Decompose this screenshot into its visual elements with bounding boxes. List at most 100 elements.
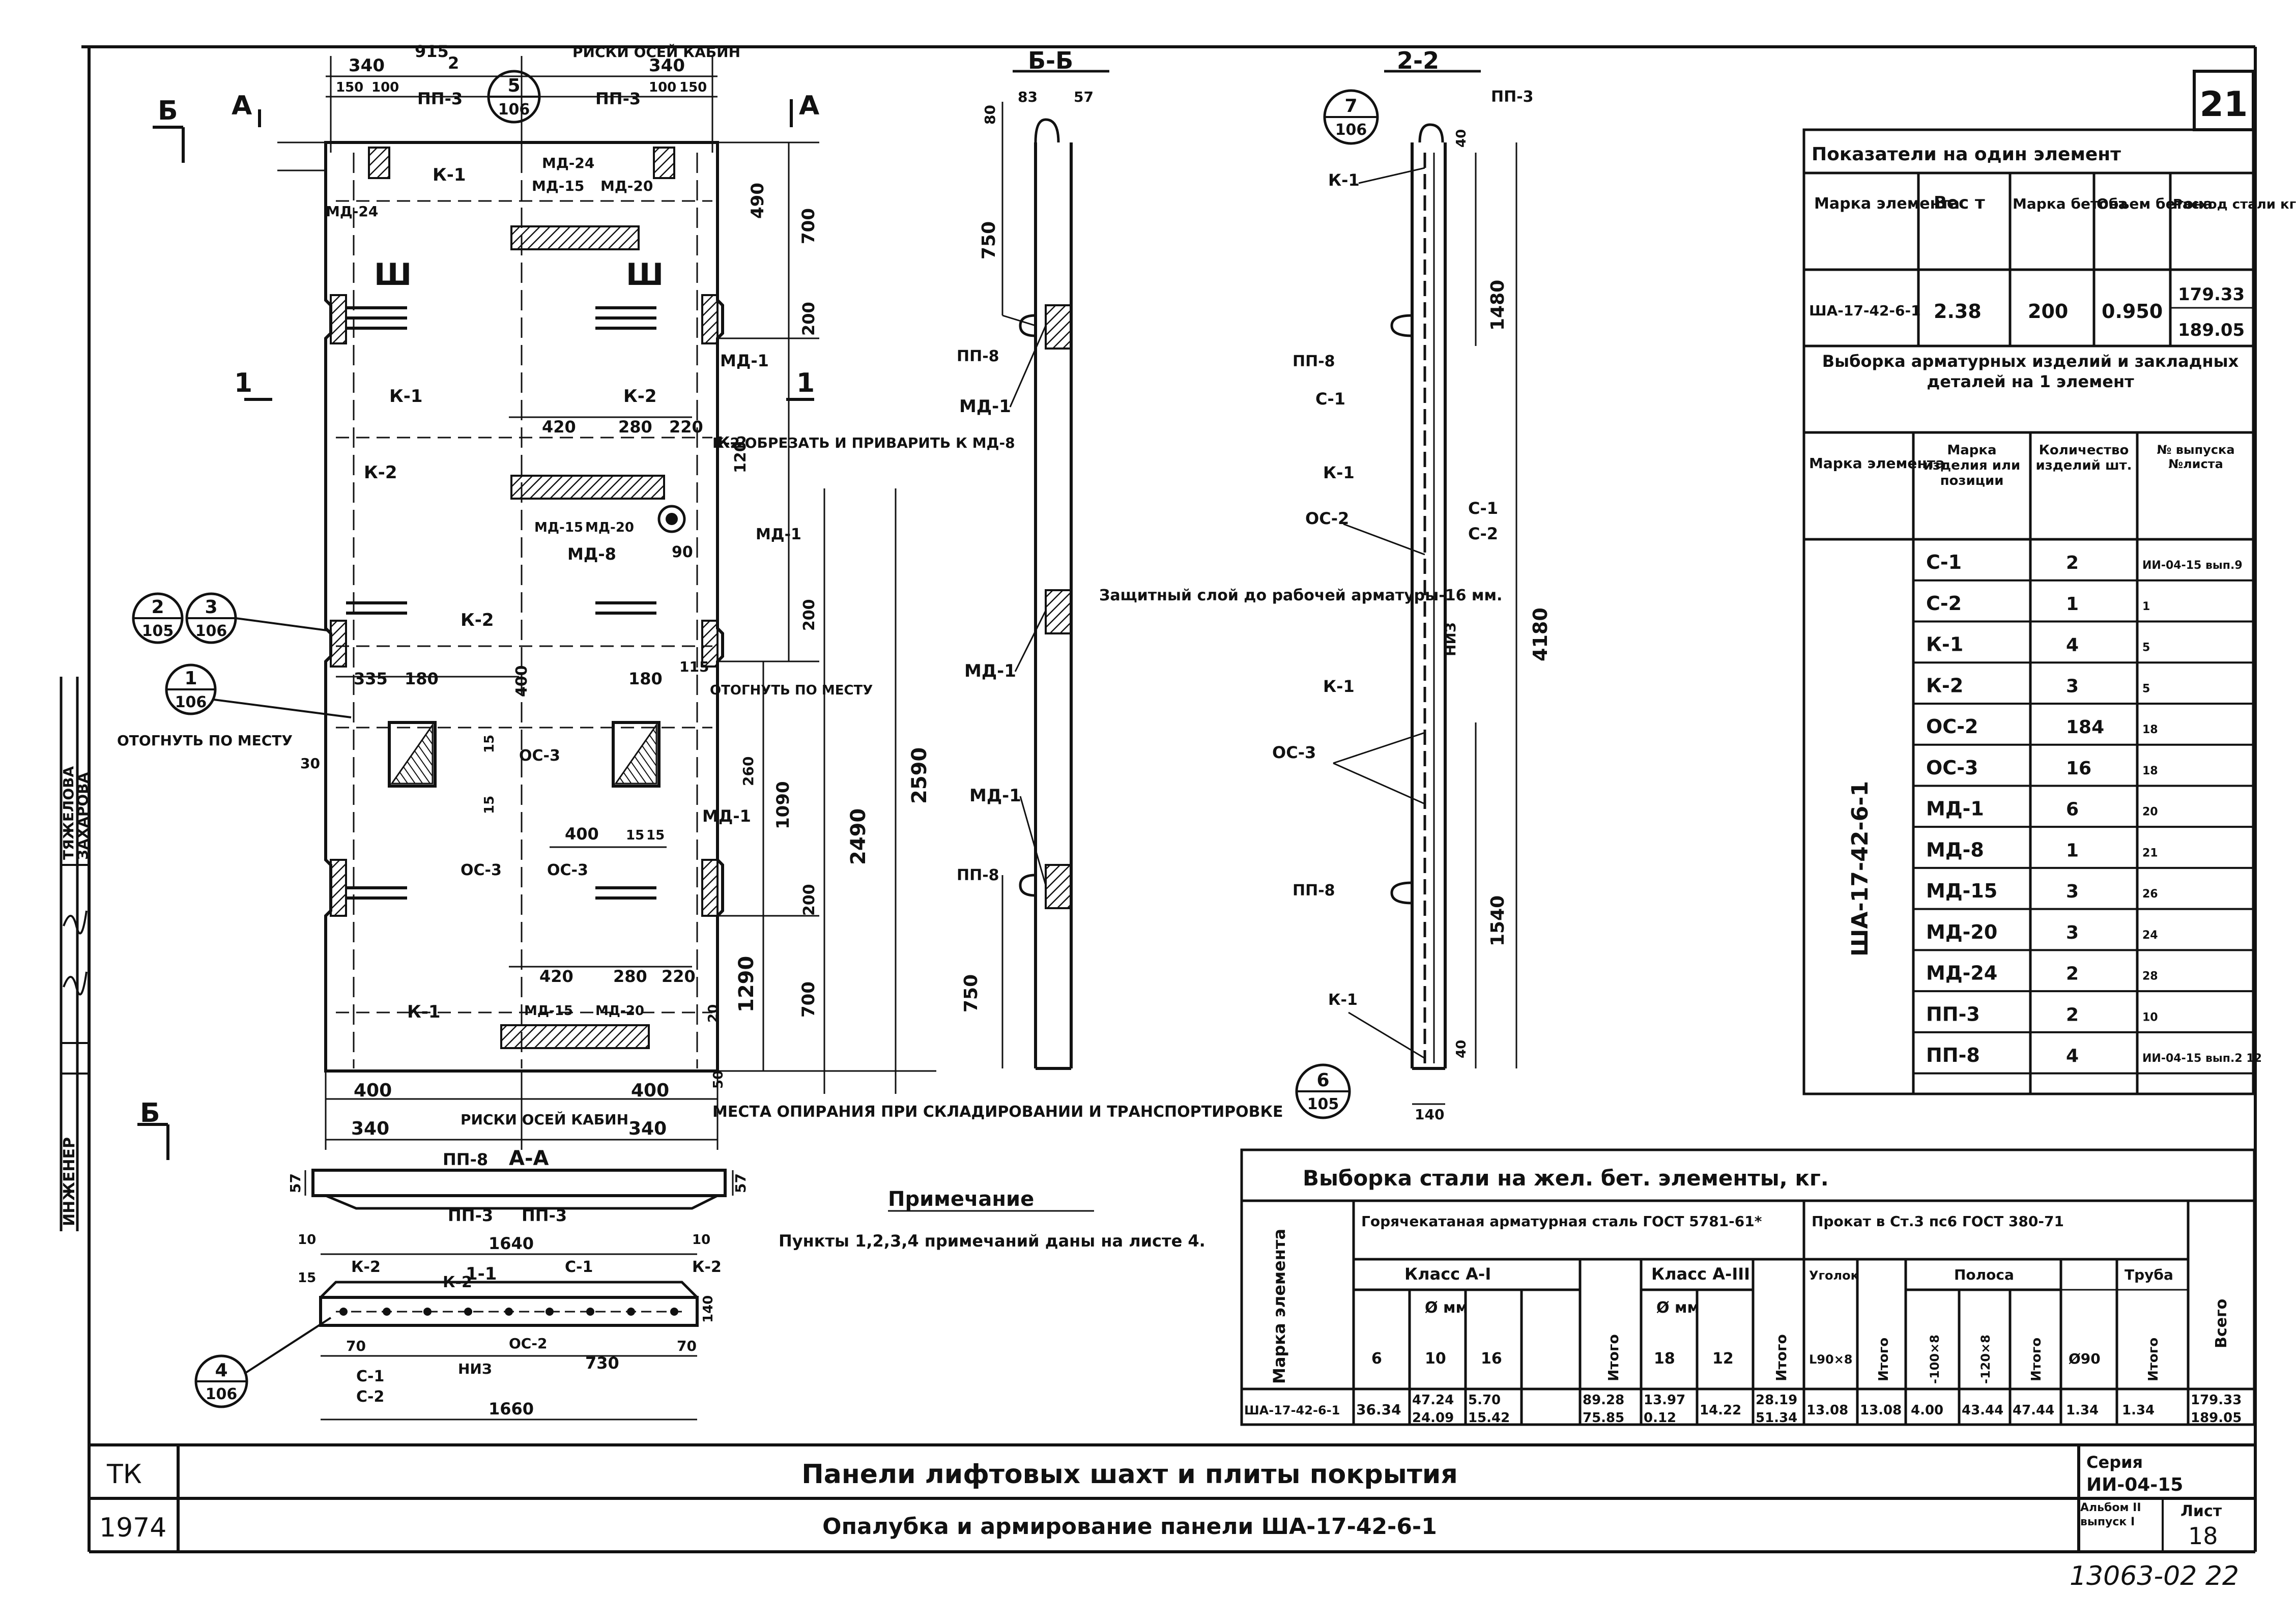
callout-number: 7 (1344, 96, 1357, 117)
section-mark-a-right: А (799, 91, 819, 121)
ind-header: Вес т (1934, 193, 1985, 213)
s22-label: ОС-2 (1305, 509, 1349, 528)
dim-text: 1660 (489, 1399, 534, 1418)
callout-sheet: 105 (142, 622, 174, 640)
title-year: 1974 (99, 1513, 166, 1543)
steel-angle-itogo: Итого (1876, 1338, 1891, 1381)
note-bend-left: ОТОГНУТЬ ПО МЕСТУ (117, 732, 293, 749)
label-md24-right: МД-24 (542, 155, 594, 171)
products-cell: ИИ-04-15 вып.2 12 (2142, 1052, 2262, 1065)
products-cell: 2 (2066, 964, 2079, 984)
steel-row-pipe: 1.34 (2066, 1403, 2099, 1418)
prod-header: Марка изделия или позиции (1923, 443, 2021, 488)
dim-text: 1090 (773, 781, 793, 829)
label-md20-mid: МД-20 (585, 520, 634, 535)
products-cell: ИИ-04-15 вып.9 (2142, 559, 2243, 572)
note-risk-axes-top: РИСКИ ОСЕЙ КАБИН (572, 43, 740, 61)
steel-row-d10: 47.24 (1412, 1393, 1454, 1408)
indicators-title: Показатели на один элемент (1812, 144, 2121, 165)
label-md1-upper: МД-1 (720, 351, 769, 370)
steel-strip-itogo: Итого (2029, 1338, 2044, 1381)
section-11-title: 1-1 (466, 1264, 497, 1284)
products-cell: 18 (2142, 765, 2158, 777)
steel-row-pipe-itogo: 1.34 (2122, 1403, 2155, 1418)
products-cell: 5 (2142, 642, 2150, 654)
dim-text: 57 (1074, 89, 1094, 105)
note-support-places: МЕСТА ОПИРАНИЯ ПРИ СКЛАДИРОВАНИИ И ТРАНС… (712, 1103, 1283, 1121)
s22-label: ПП-8 (1293, 353, 1335, 370)
products-cell: 1 (2066, 840, 2079, 861)
steel-row-d10: 24.09 (1412, 1410, 1454, 1426)
opening-left (388, 721, 437, 788)
s11-label: НИЗ (458, 1360, 492, 1377)
label-md15-mid: МД-15 (534, 520, 583, 535)
stamp-number: 13063-02 22 (2070, 1561, 2239, 1591)
indicators-table (1802, 128, 2255, 1095)
products-cell: 2 (2066, 1004, 2079, 1025)
side-plate-md1 (701, 294, 719, 344)
dim-text: 140 (701, 1295, 716, 1323)
products-cell: МД-8 (1926, 838, 1984, 861)
callout-number: 2 (151, 597, 164, 618)
dim-text: 730 (585, 1353, 619, 1373)
steel-row-total: 189.05 (2191, 1410, 2242, 1426)
steel-strip: Полоса (1954, 1266, 2014, 1283)
steel-row-itogo-a3: 51.34 (1756, 1410, 1797, 1426)
label-md8: МД-8 (567, 544, 616, 564)
dim-text: 180 (628, 669, 663, 688)
steel-row-d16: 15.42 (1468, 1410, 1510, 1426)
section-22 (1295, 70, 1517, 1119)
products-cell: 184 (2066, 717, 2104, 738)
ind-cell-grade: 200 (2028, 300, 2068, 323)
steel-title: Выборка стали на жел. бет. элементы, кг. (1303, 1166, 1829, 1191)
s11-label: С-1 (565, 1258, 593, 1276)
dim-text: 10 (692, 1232, 710, 1248)
aa-label-pp8: ПП-8 (443, 1150, 488, 1169)
dim-text: 4180 (1529, 607, 1552, 661)
panel-elevation: Ш Ш (324, 141, 724, 1073)
dim-text: 1480 (1487, 280, 1508, 331)
products-cell: 1 (2066, 594, 2079, 615)
side-stamp-name-2: ЗАХАРОВА (74, 772, 91, 860)
steel-itogo-a1: Итого (1605, 1334, 1622, 1381)
side-plate-md1 (701, 620, 719, 668)
products-cell: 4 (2066, 635, 2079, 656)
s11-label: К-2 (351, 1258, 381, 1276)
dim-text: 420 (542, 417, 576, 437)
bb-label-pp8-bottom: ПП-8 (957, 866, 999, 884)
side-stamp (60, 677, 89, 1231)
embed-plate-md15-mid (510, 475, 665, 500)
callout-sheet: 106 (175, 693, 207, 711)
steel-row-d16: 5.70 (1468, 1393, 1501, 1408)
s11-label: С-1 (356, 1368, 384, 1385)
products-cell: К-2 (1926, 674, 1963, 697)
steel-d18: 18 (1654, 1350, 1675, 1368)
products-cell: 20 (2142, 806, 2158, 819)
steel-d10: 10 (1425, 1350, 1446, 1368)
section-marks (137, 99, 814, 1160)
dim-text: 750 (961, 974, 982, 1012)
callout-number: 4 (215, 1360, 227, 1381)
dim-text: 30 (300, 755, 320, 772)
steel-row-angle: 13.08 (1806, 1403, 1848, 1418)
steel-pipe: Труба (2125, 1266, 2173, 1283)
section-bb (1001, 70, 1109, 1070)
label-md24-left: МД-24 (326, 203, 378, 220)
dim-text: 15 (646, 828, 665, 843)
prod-header: Марка элемента (1809, 455, 1945, 472)
side-stamp-name-1: ТЯЖЕЛОВА (60, 766, 77, 860)
products-cell: 24 (2142, 929, 2158, 942)
lifting-loop-left-icon: Ш (374, 257, 412, 293)
title-line-2: Опалубка и армирование панели ША-17-42-6… (822, 1514, 1437, 1540)
callout-number: 6 (1316, 1070, 1329, 1091)
steel-row-itogo-a1: 75.85 (1583, 1410, 1624, 1426)
dim-text: 150 (336, 80, 363, 95)
side-plate-md1 (330, 859, 347, 917)
callout-sheet: 106 (1335, 121, 1367, 139)
label-k2-lower: К-2 (461, 610, 494, 630)
s22-label: С-1 (1315, 389, 1345, 409)
dim-text: 400 (354, 1080, 392, 1101)
dim-text: 15 (482, 735, 497, 753)
dim-text: 140 (1415, 1106, 1444, 1123)
